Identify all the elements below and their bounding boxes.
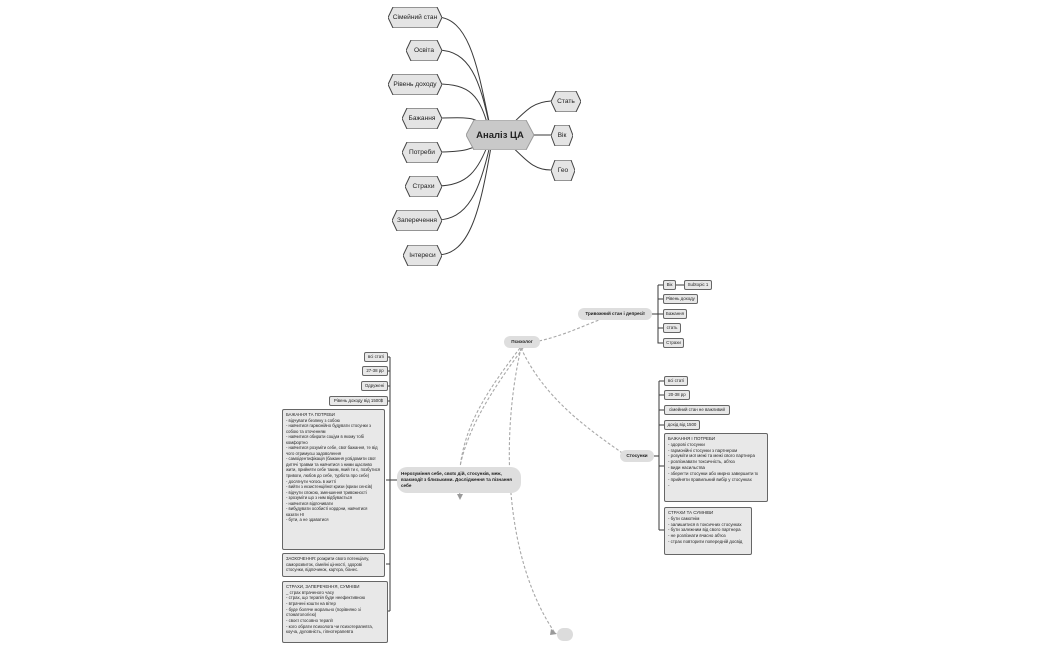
self-item-married[interactable]: Одружені	[361, 381, 388, 391]
branch-relations[interactable]: Стосунки	[620, 450, 654, 462]
topic-label: Освіта	[413, 47, 434, 54]
topic-shape	[402, 108, 442, 129]
topic-label: Сімейний стан	[392, 14, 438, 21]
self-item-income[interactable]: Рівень доходу від 1500$	[329, 396, 388, 406]
relations-item-gender[interactable]: всі статі	[664, 376, 688, 386]
item-label: Рівень доходу	[666, 296, 695, 302]
anxiety-item-income[interactable]: Рівень доходу	[663, 294, 698, 304]
topic-label: Вік	[557, 132, 567, 139]
self-wants-needs[interactable]: БАЖАННЯ ТА ПОТРЕБИ - відчувати безпеку з…	[282, 409, 385, 550]
topic-shape	[551, 125, 573, 146]
topic-needs[interactable]: Потреби	[402, 142, 442, 163]
anxiety-subtopic[interactable]: Subtopic 1	[684, 280, 712, 290]
topic-label: Гео	[557, 167, 569, 174]
item-label: стать	[666, 325, 678, 331]
topic-shape	[402, 142, 442, 163]
topic-label: Рівень доходу	[393, 81, 437, 88]
topic-shape	[403, 245, 442, 266]
item-label: Subtopic 1	[687, 282, 709, 288]
item-label: всі статі	[367, 354, 385, 360]
self-item-gender[interactable]: всі статі	[364, 352, 388, 362]
relations-item-age[interactable]: 20-38 рр	[664, 390, 690, 400]
item-label: 27-38 рр	[366, 368, 384, 374]
topic-desires[interactable]: Бажання	[402, 108, 442, 129]
topic-interests[interactable]: Інтереси	[403, 245, 442, 266]
item-label: всі статі	[667, 378, 685, 384]
item-label: Вік	[666, 282, 673, 288]
self-fears-objections[interactable]: СТРАХИ, ЗАПЕРЕЧЕННЯ, СУМНІВИ _ страх втр…	[282, 581, 388, 643]
relations-wants-needs[interactable]: БАЖАННЯ І ПОТРЕБИ - здорові стосунки - г…	[664, 433, 768, 502]
topic-shape	[406, 40, 442, 61]
topic-objections[interactable]: Заперечення	[392, 210, 442, 231]
topic-education[interactable]: Освіта	[406, 40, 442, 61]
topic-shape	[392, 210, 442, 231]
topic-label: Бажання	[408, 115, 436, 122]
anxiety-item-age[interactable]: Вік	[663, 280, 676, 290]
topic-income-level[interactable]: Рівень доходу	[388, 74, 442, 95]
item-label: сімейний стан не важливий	[669, 407, 725, 413]
topic-label: Інтереси	[409, 252, 436, 259]
topic-geo[interactable]: Гео	[551, 160, 575, 181]
item-label: дохід від 1500	[667, 422, 697, 428]
topic-gender[interactable]: Стать	[551, 91, 581, 112]
topic-label: Заперечення	[397, 217, 437, 224]
topic-fears[interactable]: Страхи	[405, 176, 442, 197]
topic-shape	[405, 176, 442, 197]
anxiety-item-desires[interactable]: Бажання	[663, 309, 687, 319]
root-hexagon-shape	[466, 120, 534, 150]
central-node-psychologist[interactable]: Психолог	[504, 336, 540, 348]
relations-item-family[interactable]: сімейний стан не важливий	[664, 405, 730, 415]
topic-shape	[551, 91, 581, 112]
topic-label: Страхи	[412, 183, 435, 190]
branch-self-title: Нерозуміння себе, своїх дій, стосунків, …	[401, 471, 512, 488]
branch-relations-title: Стосунки	[626, 453, 648, 459]
topic-label: Стать	[557, 98, 575, 105]
topic-shape	[388, 74, 442, 95]
item-label: Бажання	[666, 311, 684, 317]
item-label: Одружені	[364, 383, 385, 389]
root-node[interactable]: Аналіз ЦА	[466, 120, 534, 150]
item-label: 20-38 рр	[668, 392, 686, 398]
root-label: Аналіз ЦА	[476, 129, 524, 141]
branch-anxiety[interactable]: Тривожний стан і депресії	[578, 308, 652, 320]
topic-age[interactable]: Вік	[551, 125, 573, 146]
relations-fears-doubts[interactable]: СТРАХИ ТА СУМНІВИ - бути самотнім - зали…	[664, 507, 752, 555]
topic-shape	[388, 7, 442, 28]
branch-self-understanding[interactable]: Нерозуміння себе, своїх дій, стосунків, …	[397, 467, 521, 493]
self-motivation[interactable]: ЗАОХОЧЕННЯ: розкрити свого потенціалу, с…	[282, 553, 385, 577]
empty-floating-topic[interactable]	[557, 628, 573, 641]
topic-family-status[interactable]: Сімейний стан	[388, 7, 442, 28]
anxiety-item-gender[interactable]: стать	[663, 323, 681, 333]
item-label: Страхи	[666, 340, 681, 346]
central-label: Психолог	[511, 339, 533, 345]
item-label: Рівень доходу від 1500$	[333, 398, 384, 404]
branch-anxiety-title: Тривожний стан і депресії	[585, 311, 645, 317]
anxiety-item-fears[interactable]: Страхи	[663, 338, 684, 348]
relations-item-income[interactable]: дохід від 1500	[664, 420, 700, 430]
topic-label: Потреби	[408, 149, 435, 156]
topic-shape	[551, 160, 575, 181]
self-item-age[interactable]: 27-38 рр	[362, 366, 388, 376]
